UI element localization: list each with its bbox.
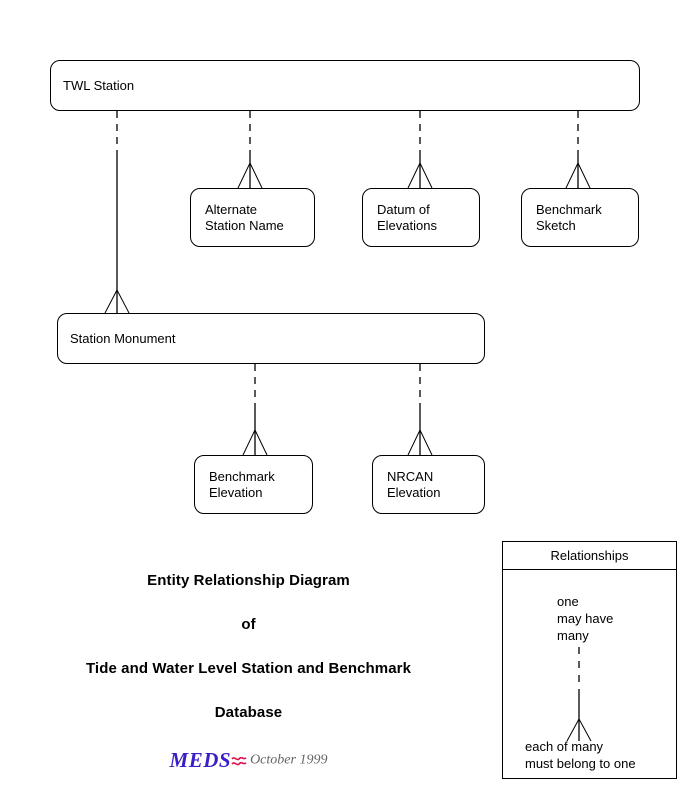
signature-block: MEDS October 1999 [0, 748, 497, 773]
entity-alternate-station-name[interactable]: Alternate Station Name [190, 188, 315, 247]
entity-label: Station Monument [70, 330, 176, 346]
entity-label: TWL Station [63, 77, 135, 93]
entity-label: Datum of Elevations [377, 201, 437, 233]
entity-label: Alternate Station Name [205, 201, 284, 233]
entity-label: Benchmark Elevation [209, 468, 275, 500]
entity-label: NRCAN Elevation [387, 468, 441, 500]
diagram-title-block: Entity Relationship Diagram of Tide and … [0, 572, 497, 748]
entity-twl-station[interactable]: TWL Station [50, 60, 640, 111]
connector-twl-to-alternate-name [237, 111, 263, 189]
legend-bottom-text: each of many must belong to one [525, 739, 636, 771]
wave-icon [231, 753, 247, 769]
signature-date: October 1999 [250, 752, 328, 768]
entity-benchmark-elevation[interactable]: Benchmark Elevation [194, 455, 313, 514]
connector-monument-to-nrcan-elev [407, 364, 433, 456]
meds-logo-text: MEDS [169, 748, 232, 772]
entity-label: Benchmark Sketch [536, 201, 602, 233]
legend-title: Relationships [503, 542, 676, 570]
connector-monument-to-benchmark-elev [242, 364, 268, 456]
connector-twl-to-datum [407, 111, 433, 189]
relationships-legend: Relationships one may have many each of … [502, 541, 677, 779]
entity-nrcan-elevation[interactable]: NRCAN Elevation [372, 455, 485, 514]
entity-datum-of-elevations[interactable]: Datum of Elevations [362, 188, 480, 247]
entity-benchmark-sketch[interactable]: Benchmark Sketch [521, 188, 639, 247]
entity-station-monument[interactable]: Station Monument [57, 313, 485, 364]
connector-twl-to-benchmark-sketch [565, 111, 591, 189]
title-line-4: Database [214, 704, 283, 721]
legend-top-text: one may have many [557, 594, 614, 643]
title-line-1: Entity Relationship Diagram [147, 572, 350, 589]
connector-twl-to-station-monument [104, 111, 130, 314]
title-line-2: of [241, 616, 256, 633]
title-line-3: Tide and Water Level Station and Benchma… [85, 660, 412, 677]
